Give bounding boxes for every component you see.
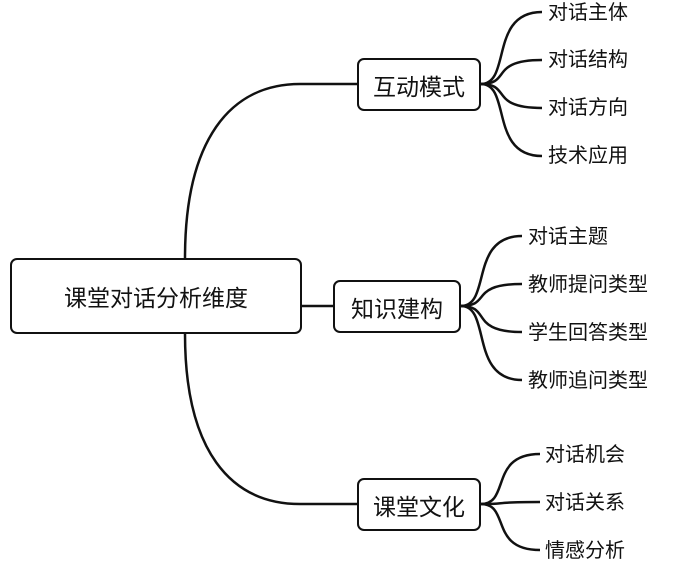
- leaf-node: 学生回答类型: [528, 320, 648, 344]
- leaf-node: 教师提问类型: [528, 272, 648, 296]
- root-node: 课堂对话分析维度: [10, 258, 302, 334]
- branch-node-knowledge-construction: 知识建构: [333, 280, 461, 333]
- connector-root-to-branch: [183, 82, 357, 259]
- connector-branch-to-leaf: [480, 58, 543, 86]
- leaf-node: 对话主体: [548, 0, 628, 24]
- connector-branch-to-leaf: [480, 10, 543, 86]
- connector-branch-to-leaf: [460, 304, 523, 382]
- leaf-node: 技术应用: [548, 143, 628, 167]
- branch-node-interaction-mode: 互动模式: [357, 58, 481, 111]
- connector-branch-to-leaf: [460, 282, 523, 308]
- connector-root-to-branch: [183, 333, 357, 506]
- branch-node-classroom-culture: 课堂文化: [357, 478, 481, 531]
- connector-branch-to-leaf: [480, 502, 541, 552]
- connector-branch-to-leaf: [480, 500, 541, 506]
- connector-branch-to-leaf: [460, 234, 523, 308]
- leaf-node: 对话机会: [545, 442, 625, 466]
- leaf-node: 情感分析: [545, 538, 625, 562]
- leaf-node: 对话主题: [528, 224, 608, 248]
- leaf-node: 对话结构: [548, 47, 628, 71]
- connector-branch-to-leaf: [480, 82, 543, 158]
- leaf-node: 对话方向: [548, 95, 628, 119]
- leaf-node: 对话关系: [545, 490, 625, 514]
- connector-branch-to-leaf: [480, 452, 541, 506]
- leaf-node: 教师追问类型: [528, 368, 648, 392]
